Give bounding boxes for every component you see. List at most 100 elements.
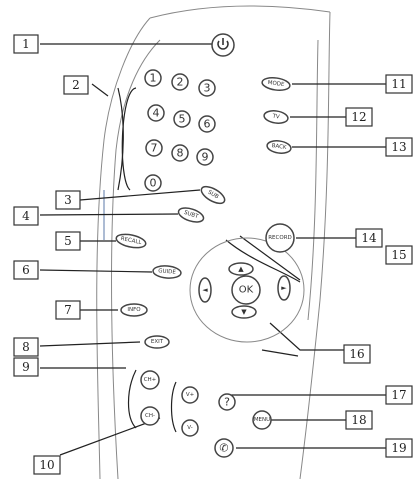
tv-button[interactable]: TV <box>263 109 289 124</box>
svg-text:0: 0 <box>150 177 157 190</box>
up-arrow-button[interactable]: ▲ <box>228 262 254 276</box>
svg-text:4: 4 <box>153 107 160 120</box>
num-button-0[interactable]: 0 <box>144 174 162 192</box>
svg-text:MODE: MODE <box>267 80 285 88</box>
power-button[interactable] <box>211 33 235 57</box>
svg-text:1: 1 <box>150 72 157 85</box>
svg-text:V+: V+ <box>186 392 195 398</box>
callout-19: 19 <box>385 438 413 458</box>
callout-17: 17 <box>385 385 413 405</box>
svg-text:RECORD: RECORD <box>268 235 292 241</box>
back-button[interactable]: BACK <box>266 139 292 154</box>
help-button[interactable]: ? <box>218 393 236 411</box>
svg-text:6: 6 <box>22 263 30 277</box>
svg-text:CH-: CH- <box>145 413 155 419</box>
sub-button[interactable]: SUB <box>199 183 228 206</box>
vol-down-button[interactable]: V- <box>181 419 199 437</box>
num-button-3[interactable]: 3 <box>198 79 216 97</box>
num-button-8[interactable]: 8 <box>171 144 189 162</box>
vol-bracket <box>170 381 177 433</box>
svg-text:1: 1 <box>22 37 30 51</box>
ok-button[interactable]: OK <box>231 275 261 305</box>
num-button-6[interactable]: 6 <box>198 115 216 133</box>
svg-text:?: ? <box>224 396 230 409</box>
callout-9: 9 <box>13 357 39 377</box>
svg-text:19: 19 <box>391 441 406 455</box>
svg-text:BACK: BACK <box>271 143 287 151</box>
svg-text:INFO: INFO <box>127 307 141 313</box>
num-button-5[interactable]: 5 <box>173 110 191 128</box>
callout-5: 5 <box>55 231 81 251</box>
callout-2: 2 <box>63 75 89 95</box>
mode-button[interactable]: MODE <box>261 76 291 92</box>
keypad-bracket <box>121 87 137 191</box>
num-button-2[interactable]: 2 <box>171 73 189 91</box>
svg-text:8: 8 <box>22 340 30 354</box>
svg-text:▲: ▲ <box>238 265 244 273</box>
svg-text:7: 7 <box>151 142 158 155</box>
ch-down-button[interactable]: CH- <box>140 406 160 426</box>
num-button-9[interactable]: 9 <box>196 148 214 166</box>
ch-bracket <box>127 369 137 429</box>
svg-text:6: 6 <box>204 118 211 131</box>
svg-text:11: 11 <box>391 77 406 91</box>
svg-text:RECALL: RECALL <box>120 236 143 246</box>
recall-button[interactable]: RECALL <box>115 232 147 250</box>
svg-text:17: 17 <box>391 388 406 402</box>
power-icon <box>217 38 229 50</box>
callout-16: 16 <box>343 344 371 364</box>
svg-text:✆: ✆ <box>219 442 228 455</box>
svg-text:EXIT: EXIT <box>151 339 164 345</box>
svg-text:OK: OK <box>239 285 254 296</box>
svg-text:►: ► <box>281 284 287 292</box>
dpad-bracket <box>225 239 301 283</box>
svg-text:2: 2 <box>177 76 184 89</box>
info-button[interactable]: INFO <box>120 303 148 317</box>
callout-12: 12 <box>345 107 373 127</box>
phone-button[interactable]: ✆ <box>214 438 234 458</box>
num-button-4[interactable]: 4 <box>147 104 165 122</box>
subt-button[interactable]: SUBT <box>177 205 205 224</box>
ch-up-button[interactable]: CH+ <box>140 370 160 390</box>
svg-text:18: 18 <box>351 413 366 427</box>
num-button-1[interactable]: 1 <box>144 69 162 87</box>
svg-text:MENU: MENU <box>254 417 270 423</box>
callout-13: 13 <box>385 137 413 157</box>
callout-1: 1 <box>13 34 39 54</box>
svg-text:16: 16 <box>349 347 364 361</box>
menu-button[interactable]: MENU <box>252 410 272 430</box>
svg-text:15: 15 <box>391 248 406 262</box>
right-arrow-button[interactable]: ► <box>277 275 291 301</box>
vol-up-button[interactable]: V+ <box>181 386 199 404</box>
callout-18: 18 <box>345 410 373 430</box>
callout-15: 15 <box>385 245 413 265</box>
left-arrow-button[interactable]: ◄ <box>198 277 212 303</box>
svg-text:8: 8 <box>177 147 184 160</box>
svg-text:2: 2 <box>72 78 80 92</box>
svg-text:12: 12 <box>351 110 366 124</box>
record-button[interactable]: RECORD <box>265 223 295 253</box>
guide-button[interactable]: GUIDE <box>152 265 182 279</box>
callout-7: 7 <box>55 300 81 320</box>
svg-text:14: 14 <box>361 231 377 245</box>
number-keypad: 1 2 3 4 5 6 7 8 9 0 <box>144 69 216 192</box>
svg-text:SUBT: SUBT <box>183 210 199 220</box>
leader-lines <box>39 43 386 456</box>
callout-3: 3 <box>55 190 81 210</box>
svg-text:TV: TV <box>271 113 280 120</box>
down-arrow-button[interactable]: ▼ <box>231 305 257 319</box>
svg-text:▼: ▼ <box>241 308 247 316</box>
num-button-7[interactable]: 7 <box>145 139 163 157</box>
callout-4: 4 <box>13 206 39 226</box>
callout-10: 10 <box>33 455 61 475</box>
svg-text:7: 7 <box>64 303 72 317</box>
svg-text:4: 4 <box>22 209 30 223</box>
svg-text:10: 10 <box>39 458 54 472</box>
svg-text:GUIDE: GUIDE <box>158 268 177 276</box>
callout-11: 11 <box>385 74 413 94</box>
svg-text:◄: ◄ <box>202 286 208 294</box>
exit-button[interactable]: EXIT <box>144 335 170 349</box>
svg-text:9: 9 <box>22 360 30 374</box>
svg-text:5: 5 <box>64 234 72 248</box>
